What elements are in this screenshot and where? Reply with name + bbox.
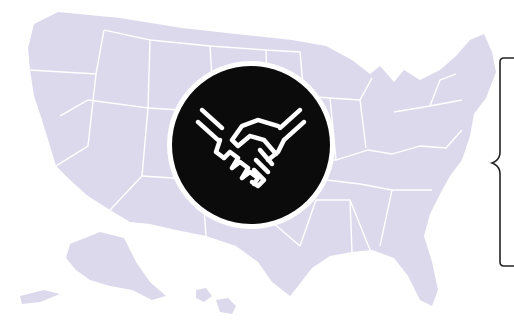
alaska-shape [20, 232, 166, 304]
handshake-emblem [172, 66, 330, 224]
handshake-icon [195, 107, 307, 189]
curly-brace [489, 57, 514, 267]
hawaii-shape [196, 288, 236, 314]
